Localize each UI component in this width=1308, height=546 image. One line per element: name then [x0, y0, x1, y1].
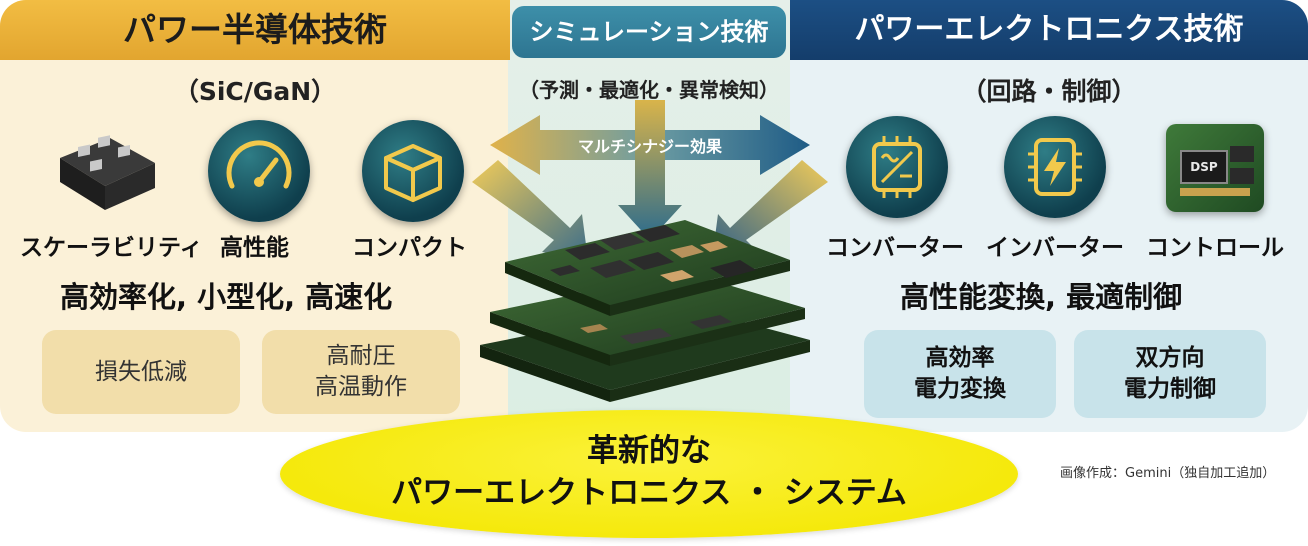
icon-label-converter: コンバーター: [826, 235, 964, 261]
left-subtitle: （SiC/GaN）: [173, 77, 337, 106]
dsp-board-icon: DSP: [1166, 124, 1264, 212]
left-summary: 高効率化, 小型化, 高速化: [60, 280, 393, 314]
box-icon: [362, 120, 464, 222]
middle-header: シミュレーション技術: [512, 6, 786, 58]
dsp-chip-label: DSP: [1180, 150, 1228, 184]
icon-label-compact: コンパクト: [352, 235, 467, 261]
left-title: パワー半導体技術: [123, 10, 387, 49]
result-line1: 革新的な: [587, 433, 711, 469]
left-box-loss-reduction: 損失低減: [42, 330, 240, 414]
synergy-label: マルチシナジー効果: [578, 137, 722, 156]
down-arrow: [618, 100, 682, 240]
right-header: パワーエレクトロニクス技術: [790, 0, 1308, 60]
right-diagonal-arrow: [712, 160, 828, 260]
converter-chip-icon: [846, 116, 948, 218]
speedometer-icon: [208, 120, 310, 222]
right-title: パワーエレクトロニクス技術: [854, 12, 1244, 47]
icon-label-performance: 高性能: [220, 235, 289, 261]
left-box-high-voltage: 高耐圧 高温動作: [262, 330, 460, 414]
inverter-chip-icon: [1004, 116, 1106, 218]
power-module-icon: [60, 135, 155, 210]
left-diagonal-arrow: [472, 160, 588, 260]
left-header: パワー半導体技術: [0, 0, 510, 60]
middle-subtitle: （予測・最適化・異常検知）: [519, 78, 779, 102]
result-line2: パワーエレクトロニクス ・ システム: [391, 475, 907, 511]
right-box-bidirectional-control: 双方向 電力制御: [1074, 330, 1266, 418]
icon-label-control: コントロール: [1146, 235, 1284, 261]
result-ellipse: 革新的な パワーエレクトロニクス ・ システム: [280, 410, 1018, 538]
synergy-diagram: マルチシナジー効果: [472, 100, 828, 402]
right-summary: 高性能変換, 最適制御: [900, 280, 1183, 314]
icon-label-scalability: スケーラビリティ: [20, 235, 203, 261]
right-box-efficient-conversion: 高効率 電力変換: [864, 330, 1056, 418]
pcb-layer-middle: [490, 272, 805, 355]
middle-title: シミュレーション技術: [529, 18, 769, 46]
icon-label-inverter: インバーター: [986, 235, 1124, 261]
right-subtitle: （回路・制御）: [961, 77, 1137, 106]
image-credit: 画像作成：Gemini（独自加工追加）: [1060, 466, 1276, 481]
